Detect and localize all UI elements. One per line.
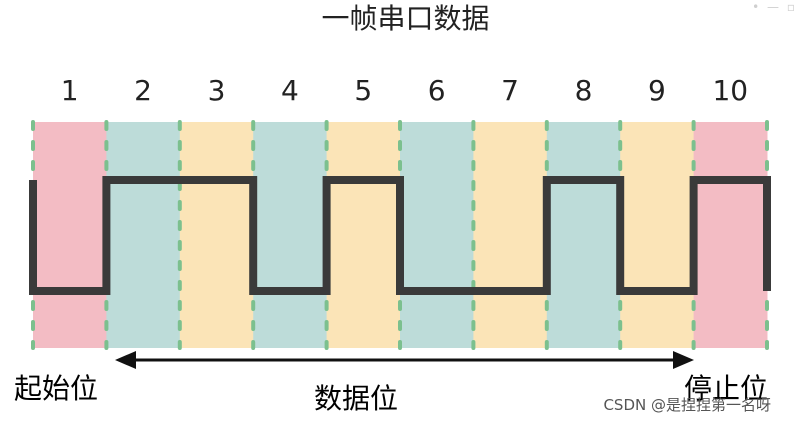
signal-waveform — [29, 176, 771, 295]
bit-band-2 — [106, 122, 181, 348]
bit-band-6 — [400, 122, 474, 348]
bit-band-3 — [179, 122, 254, 348]
bit-number-3: 3 — [208, 74, 226, 107]
bit-number-7: 7 — [501, 74, 519, 107]
bit-band-9 — [620, 122, 695, 348]
bit-numbers: 1 2 3 4 5 6 7 8 9 10 — [61, 74, 748, 107]
bit-band-7 — [473, 122, 548, 348]
bit-number-2: 2 — [134, 74, 152, 107]
bit-band-8 — [546, 122, 621, 348]
bit-number-8: 8 — [575, 74, 593, 107]
stop-bit-label: 停止位 — [684, 372, 768, 405]
start-bit-label: 起始位 — [14, 372, 98, 405]
bit-number-5: 5 — [354, 74, 372, 107]
data-bits-label: 数据位 — [314, 382, 398, 415]
bit-dividers — [31, 120, 769, 350]
bit-band-10 — [693, 122, 768, 348]
bit-number-6: 6 — [428, 74, 446, 107]
bit-band-5 — [326, 122, 401, 348]
bit-number-1: 1 — [61, 74, 79, 107]
bit-band-1 — [33, 122, 107, 348]
corner-mark: • — ▫ — [752, 0, 797, 14]
bit-number-9: 9 — [648, 74, 666, 107]
arrow-head-left — [115, 351, 136, 369]
bit-number-4: 4 — [281, 74, 299, 107]
signal-waveform-layer — [29, 176, 771, 295]
data-span-arrow — [115, 351, 694, 369]
arrow-head-right — [673, 351, 694, 369]
bit-bands — [33, 122, 768, 348]
csdn-watermark: CSDN @是捏捏第一名呀 — [603, 396, 771, 414]
bit-band-4 — [253, 122, 328, 348]
bit-number-10: 10 — [712, 74, 748, 107]
frame-title: 一帧串口数据 — [321, 2, 490, 35]
